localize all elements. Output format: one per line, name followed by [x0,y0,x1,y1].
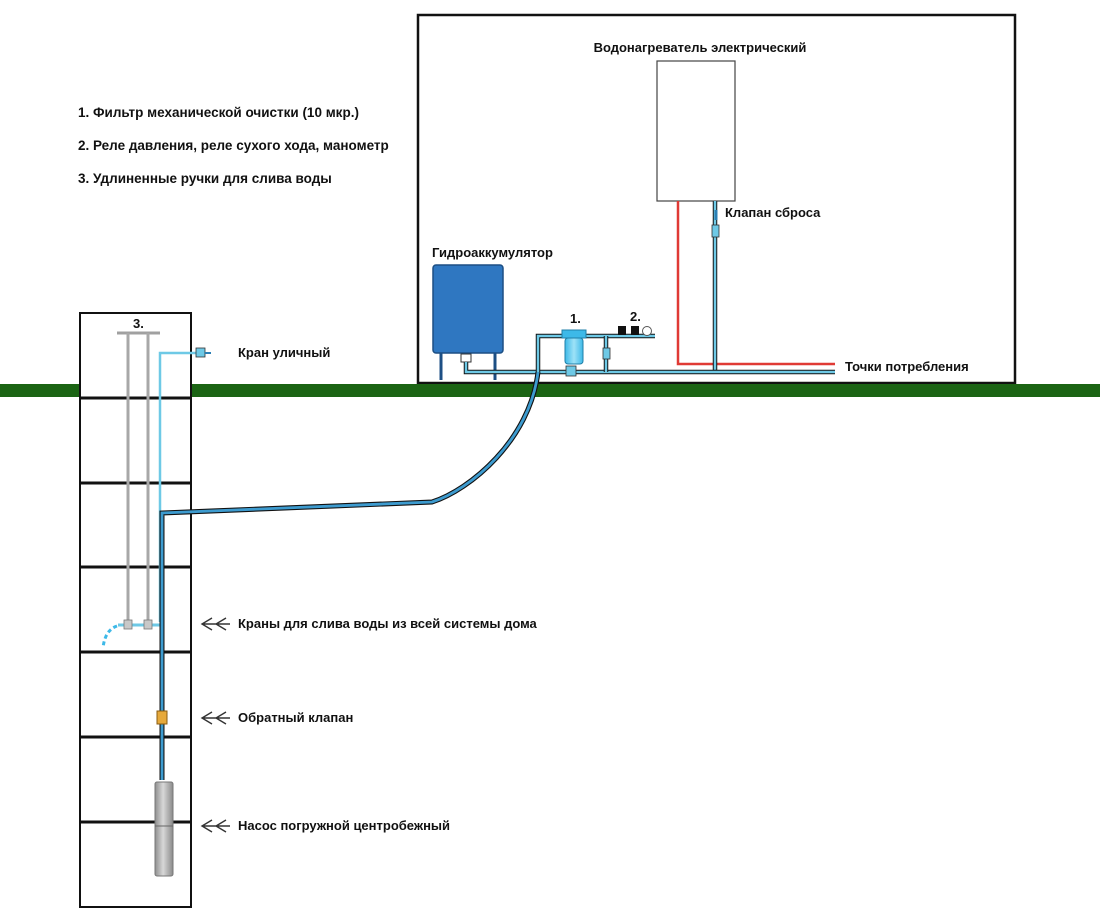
extended-drain-handles [117,331,160,622]
drain-taps-label: Краны для слива воды из всей системы дом… [238,616,538,631]
drain-tap-2 [143,619,153,630]
well-rings [80,396,191,824]
drain-taps-arrow-icon [200,617,230,631]
filter-mechanical [564,337,584,365]
hot-water-pipe [676,201,835,366]
drain-taps-callout: Краны для слива воды из всей системы дом… [200,616,538,631]
pump-label: Насос погружной центробежный [238,818,450,833]
accumulator-label: Гидроаккумулятор [432,245,553,260]
house-outline [416,13,1017,385]
filter-loop [536,334,655,372]
legend-item-3: 3. Удлиненные ручки для слива воды [78,171,332,186]
street-tap-label: Кран уличный [238,345,330,360]
filter-head [561,329,587,339]
relief-valve-label: Клапан сброса [725,205,821,220]
main-cold-line [464,362,835,374]
accumulator-fitting [460,353,472,363]
pump-arrow-icon [200,819,230,833]
heater-label: Водонагреватель электрический [594,40,807,55]
pump-callout: Насос погружной центробежный [200,818,450,833]
water-heater [656,60,736,202]
check-valve-callout: Обратный клапан [200,710,353,725]
street-tap [195,347,206,358]
check-valve-arrow-icon [200,711,230,725]
supply-pipe [160,371,540,780]
filter-loop-outline [535,333,655,372]
relief-valve [711,224,720,238]
consumption-points-label: Точки потребления [845,359,969,374]
inlet-valve [565,365,577,377]
handles-marker: 3. [133,316,144,331]
relay-marker: 2. [630,309,641,324]
check-valve [156,710,168,725]
filter-valve [602,347,611,360]
submersible-pump [154,781,174,877]
legend: 1. Фильтр механической очистки (10 мкр.)… [78,105,389,186]
pressure-relay [618,326,626,335]
dry-run-relay [631,326,639,335]
filter-marker: 1. [570,311,581,326]
pressure-gauge [642,326,652,336]
well-shaft [79,312,192,908]
legend-item-2: 2. Реле давления, реле сухого хода, мано… [78,138,389,153]
drain-tap-1 [123,619,133,630]
legend-item-1: 1. Фильтр механической очистки (10 мкр.) [78,105,359,120]
drain-water-stream [101,624,118,649]
check-valve-label: Обратный клапан [238,710,353,725]
hydro-accumulator [432,264,504,354]
ground-line [0,384,1100,397]
